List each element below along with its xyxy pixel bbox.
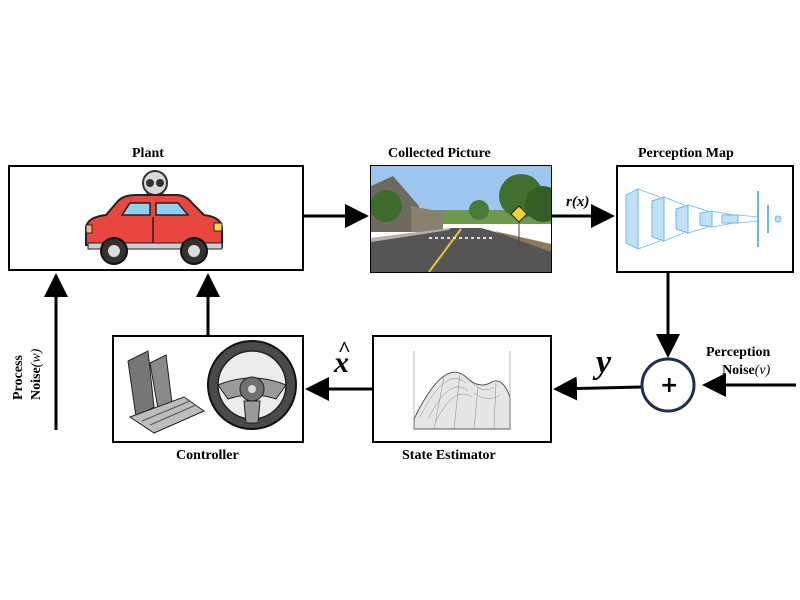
process-noise-line1: Process: [11, 355, 26, 400]
neural-network-diagram: [625, 188, 782, 250]
r-arg: (x): [571, 194, 590, 210]
state-estimator-title: State Estimator: [402, 448, 496, 463]
process-noise-line2: Noise(w): [29, 348, 44, 400]
distribution-surface: [413, 351, 511, 430]
collected-picture-title: Collected Picture: [388, 146, 491, 161]
collected-picture-block: [370, 165, 552, 273]
pedals-and-steering-wheel: [127, 340, 297, 434]
state-estimator-block: [372, 335, 552, 443]
plant-title: Plant: [132, 146, 164, 161]
x-hat-label: ^ x: [334, 336, 351, 380]
summing-junction: [640, 357, 696, 413]
perception-noise-line1: Perception: [706, 345, 771, 360]
r-fn: r: [566, 194, 572, 210]
road-photo: [371, 166, 551, 272]
hat-mark: ^: [338, 336, 351, 361]
perception-map-title: Perception Map: [638, 146, 734, 161]
sum-symbol: +: [660, 373, 679, 398]
x-symbol: x: [334, 346, 349, 379]
process-noise-label: Process Noise(w): [10, 349, 46, 400]
y-symbol: y: [596, 344, 612, 381]
controller-block: [112, 335, 304, 443]
controller-title: Controller: [176, 448, 239, 463]
plant-block: [8, 165, 304, 271]
perception-noise-label: Perception Noise(v): [706, 344, 770, 380]
sum-to-estimator-arrow: [553, 376, 643, 401]
perception-noise-line2: Noise(v): [722, 363, 771, 378]
perception-map-block: [616, 165, 794, 273]
r-of-x-label: r(x): [566, 194, 589, 211]
car-illustration: [85, 170, 223, 265]
y-label: y: [596, 344, 611, 382]
